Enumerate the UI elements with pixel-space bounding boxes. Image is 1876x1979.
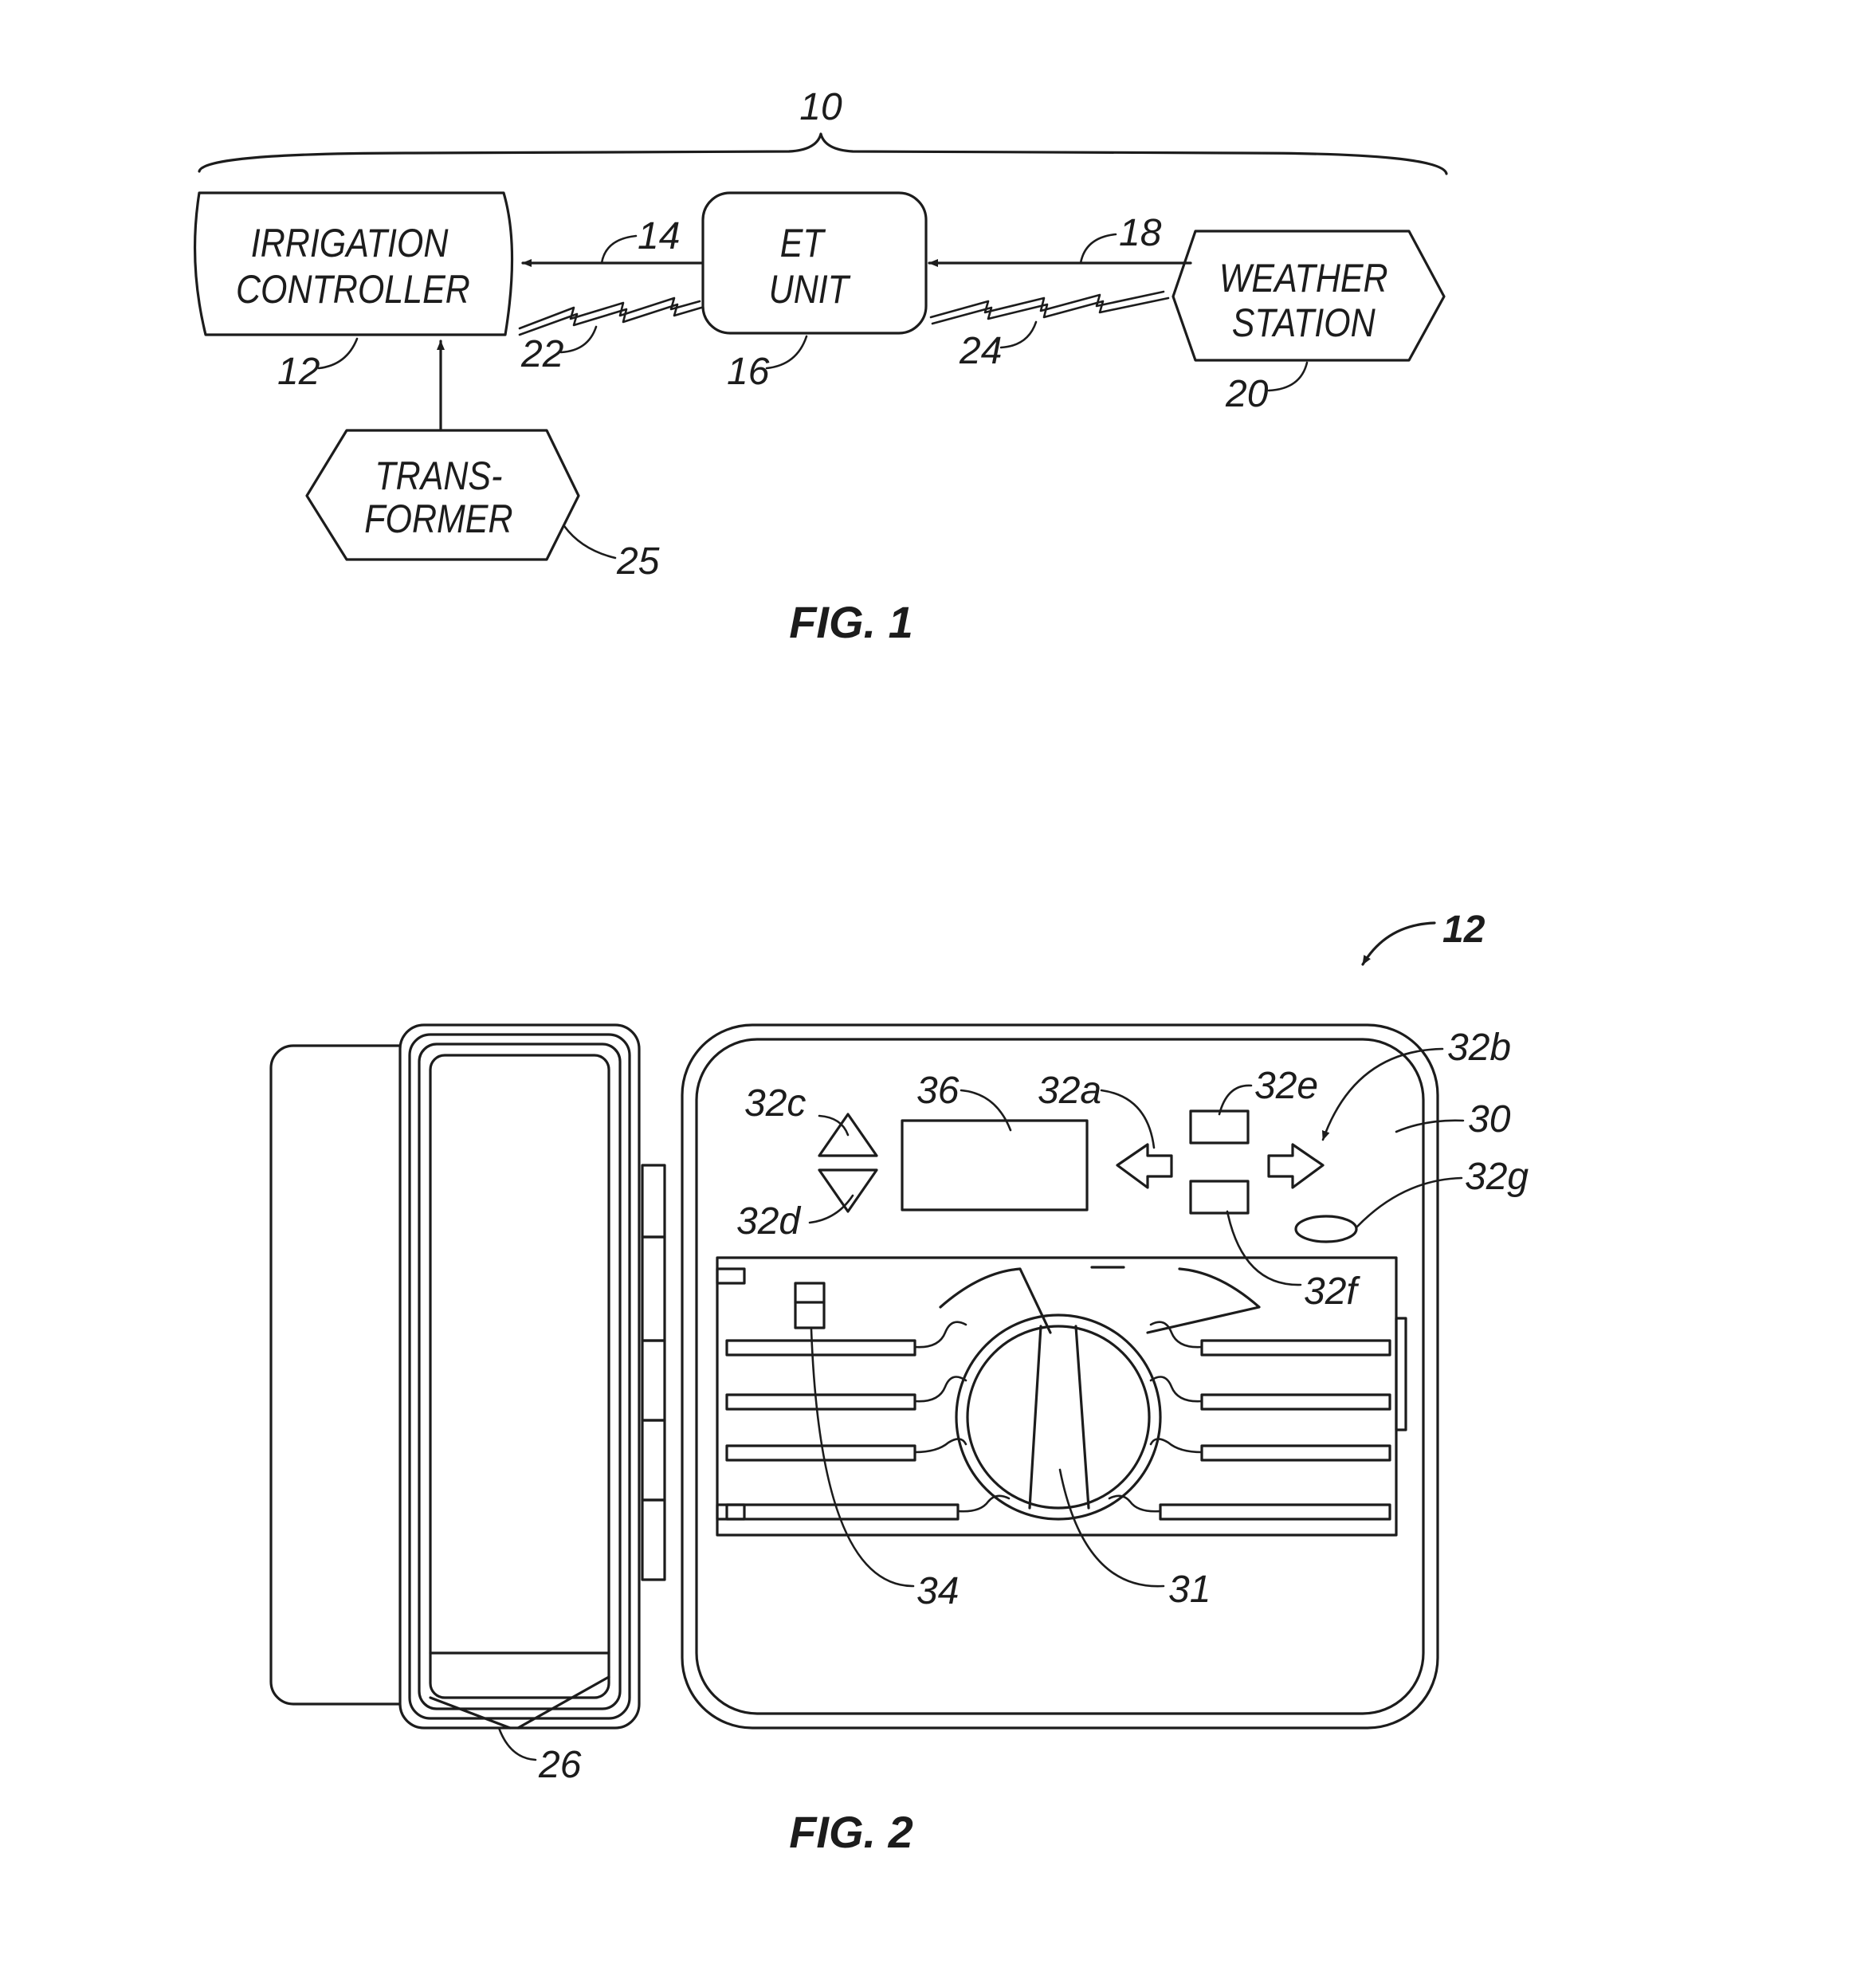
- irrigation-controller-leader: [319, 339, 357, 368]
- door-ref: 26: [538, 1744, 582, 1786]
- right-arrow-ref: 32b: [1447, 1027, 1511, 1069]
- wireless-link-controller-leader: [561, 327, 596, 352]
- face-ref: 30: [1468, 1098, 1511, 1141]
- lower-rect-leader: [1227, 1211, 1301, 1285]
- switch-34: [795, 1283, 824, 1328]
- left-arrow-ref: 32a: [1038, 1070, 1101, 1112]
- fig1-caption: FIG. 1: [789, 597, 913, 647]
- door-frame-outer: [400, 1025, 639, 1728]
- et-unit-leader: [767, 336, 807, 368]
- left-arrow-leader: [1101, 1090, 1154, 1148]
- fig2-caption: FIG. 2: [789, 1807, 913, 1857]
- lower-rect-ref: 32f: [1304, 1270, 1360, 1313]
- upper-rect-ref: 32e: [1254, 1065, 1318, 1107]
- left-arrow-button: [1117, 1145, 1172, 1188]
- irrigation-controller-label-line2: CONTROLLER: [236, 267, 470, 312]
- wired-link-weather-leader: [1081, 234, 1116, 263]
- dial-outer-ring: [956, 1315, 1160, 1519]
- dial-ref-leader: [1060, 1470, 1164, 1586]
- door-ref-leader: [499, 1728, 536, 1760]
- up-button-ref: 32c: [744, 1082, 806, 1125]
- controller-housing-outer: [682, 1025, 1438, 1728]
- wireless-link-weather-leader: [1001, 322, 1036, 348]
- transformer-label-line2: FORMER: [364, 497, 512, 541]
- terminal-strip-right: [1109, 1322, 1390, 1519]
- switch-ref-leader: [811, 1329, 913, 1586]
- switch-ref: 34: [916, 1570, 959, 1612]
- dial-ref: 31: [1168, 1569, 1211, 1611]
- transformer-label-line1: TRANS-: [375, 454, 502, 498]
- et-unit-ref: 16: [727, 351, 770, 393]
- panel-clip-bottom: [717, 1505, 744, 1519]
- irrigation-controller-label-line1: IRRIGATION: [251, 221, 449, 265]
- dial-inner-ring: [967, 1326, 1149, 1508]
- panel-clip-top: [717, 1269, 744, 1283]
- weather-station-ref: 20: [1225, 373, 1269, 415]
- oval-button-ref: 32g: [1465, 1156, 1529, 1198]
- system-brace: [199, 134, 1446, 174]
- wireless-link-weather-ref: 24: [959, 330, 1002, 372]
- down-button-ref: 32d: [736, 1200, 801, 1243]
- wireless-link-controller: [520, 298, 700, 328]
- dial-pointer: [1030, 1326, 1089, 1508]
- face-ref-leader: [1396, 1121, 1463, 1132]
- display-ref: 36: [916, 1070, 960, 1112]
- hinge-strip: [642, 1165, 665, 1580]
- transformer-ref: 25: [616, 540, 660, 583]
- controller-housing-inner: [697, 1039, 1423, 1714]
- device-ref-arrow: [1363, 923, 1434, 964]
- weather-station-label-line1: WEATHER: [1219, 256, 1388, 300]
- terminal-panel: [717, 1258, 1396, 1535]
- oval-button: [1296, 1216, 1356, 1242]
- weather-station-label-line2: STATION: [1232, 300, 1376, 345]
- wired-link-weather-ref: 18: [1119, 212, 1162, 254]
- display-ref-leader: [961, 1090, 1011, 1130]
- weather-station-leader: [1269, 363, 1307, 391]
- wireless-link-controller-ref: 22: [520, 333, 563, 375]
- wired-link-controller-leader: [602, 236, 636, 263]
- fig2-diagram: 12 26 30 36 32c: [271, 909, 1529, 1857]
- system-ref-label: 10: [799, 86, 842, 128]
- lower-rect-button: [1191, 1181, 1248, 1213]
- oval-button-leader: [1356, 1178, 1462, 1227]
- panel-right-tab: [1396, 1318, 1406, 1430]
- et-unit-label-line2: UNIT: [769, 267, 852, 312]
- lcd-display: [902, 1121, 1087, 1210]
- right-arrow-button: [1269, 1145, 1323, 1188]
- et-unit-label-line1: ET: [780, 221, 826, 265]
- upper-rect-button: [1191, 1111, 1248, 1143]
- irrigation-controller-ref: 12: [277, 351, 320, 393]
- device-ref: 12: [1442, 909, 1485, 951]
- down-button: [819, 1170, 877, 1211]
- transformer-leader: [564, 526, 615, 558]
- wired-link-controller-ref: 14: [638, 215, 680, 257]
- fig1-diagram: 10 IRRIGATION CONTROLLER 12 ET UNIT 16 W…: [195, 86, 1446, 647]
